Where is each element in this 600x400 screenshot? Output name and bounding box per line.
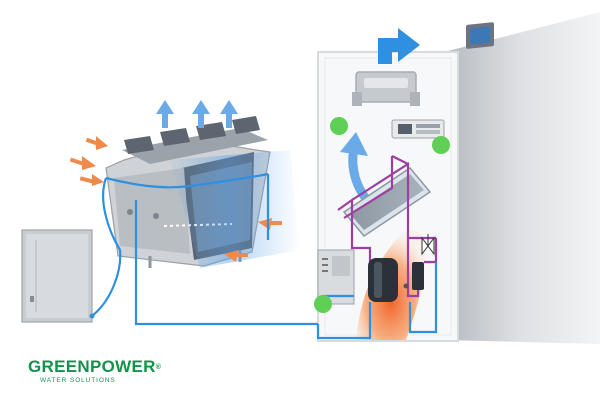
brand-name-text: GREENPOWER (28, 357, 156, 376)
warm-air-arrow (224, 250, 248, 262)
airflow-up-arrow (156, 100, 174, 128)
brand-name: GREENPOWER® (28, 358, 161, 376)
coolant-pipes (91, 172, 438, 340)
status-indicators (314, 117, 450, 313)
exhaust-fan (352, 71, 420, 106)
brand-tagline: WATER SOLUTIONS (40, 377, 116, 384)
internal-airflow-arrowhead (340, 132, 368, 156)
airflow-up-arrow (192, 100, 210, 128)
warm-air-arrow (69, 156, 96, 170)
airflow-up-arrow (220, 100, 238, 128)
exhaust-arrow (378, 28, 420, 64)
brand-logo: GREENPOWER® WATER SOLUTIONS (28, 358, 161, 385)
airflow-up-arrows (156, 100, 238, 128)
warm-air-arrow (79, 174, 104, 186)
electrical-cabinet (21, 229, 93, 323)
expansion-valve-icon (421, 234, 435, 256)
status-indicator (314, 295, 332, 313)
compressor (368, 258, 424, 302)
pipe-joint (89, 313, 95, 319)
warm-air-arrow (85, 136, 108, 150)
registered-mark: ® (155, 364, 162, 371)
control-box (391, 119, 445, 139)
status-indicator (432, 136, 450, 154)
status-indicator (330, 117, 348, 135)
building-wall (444, 12, 600, 344)
